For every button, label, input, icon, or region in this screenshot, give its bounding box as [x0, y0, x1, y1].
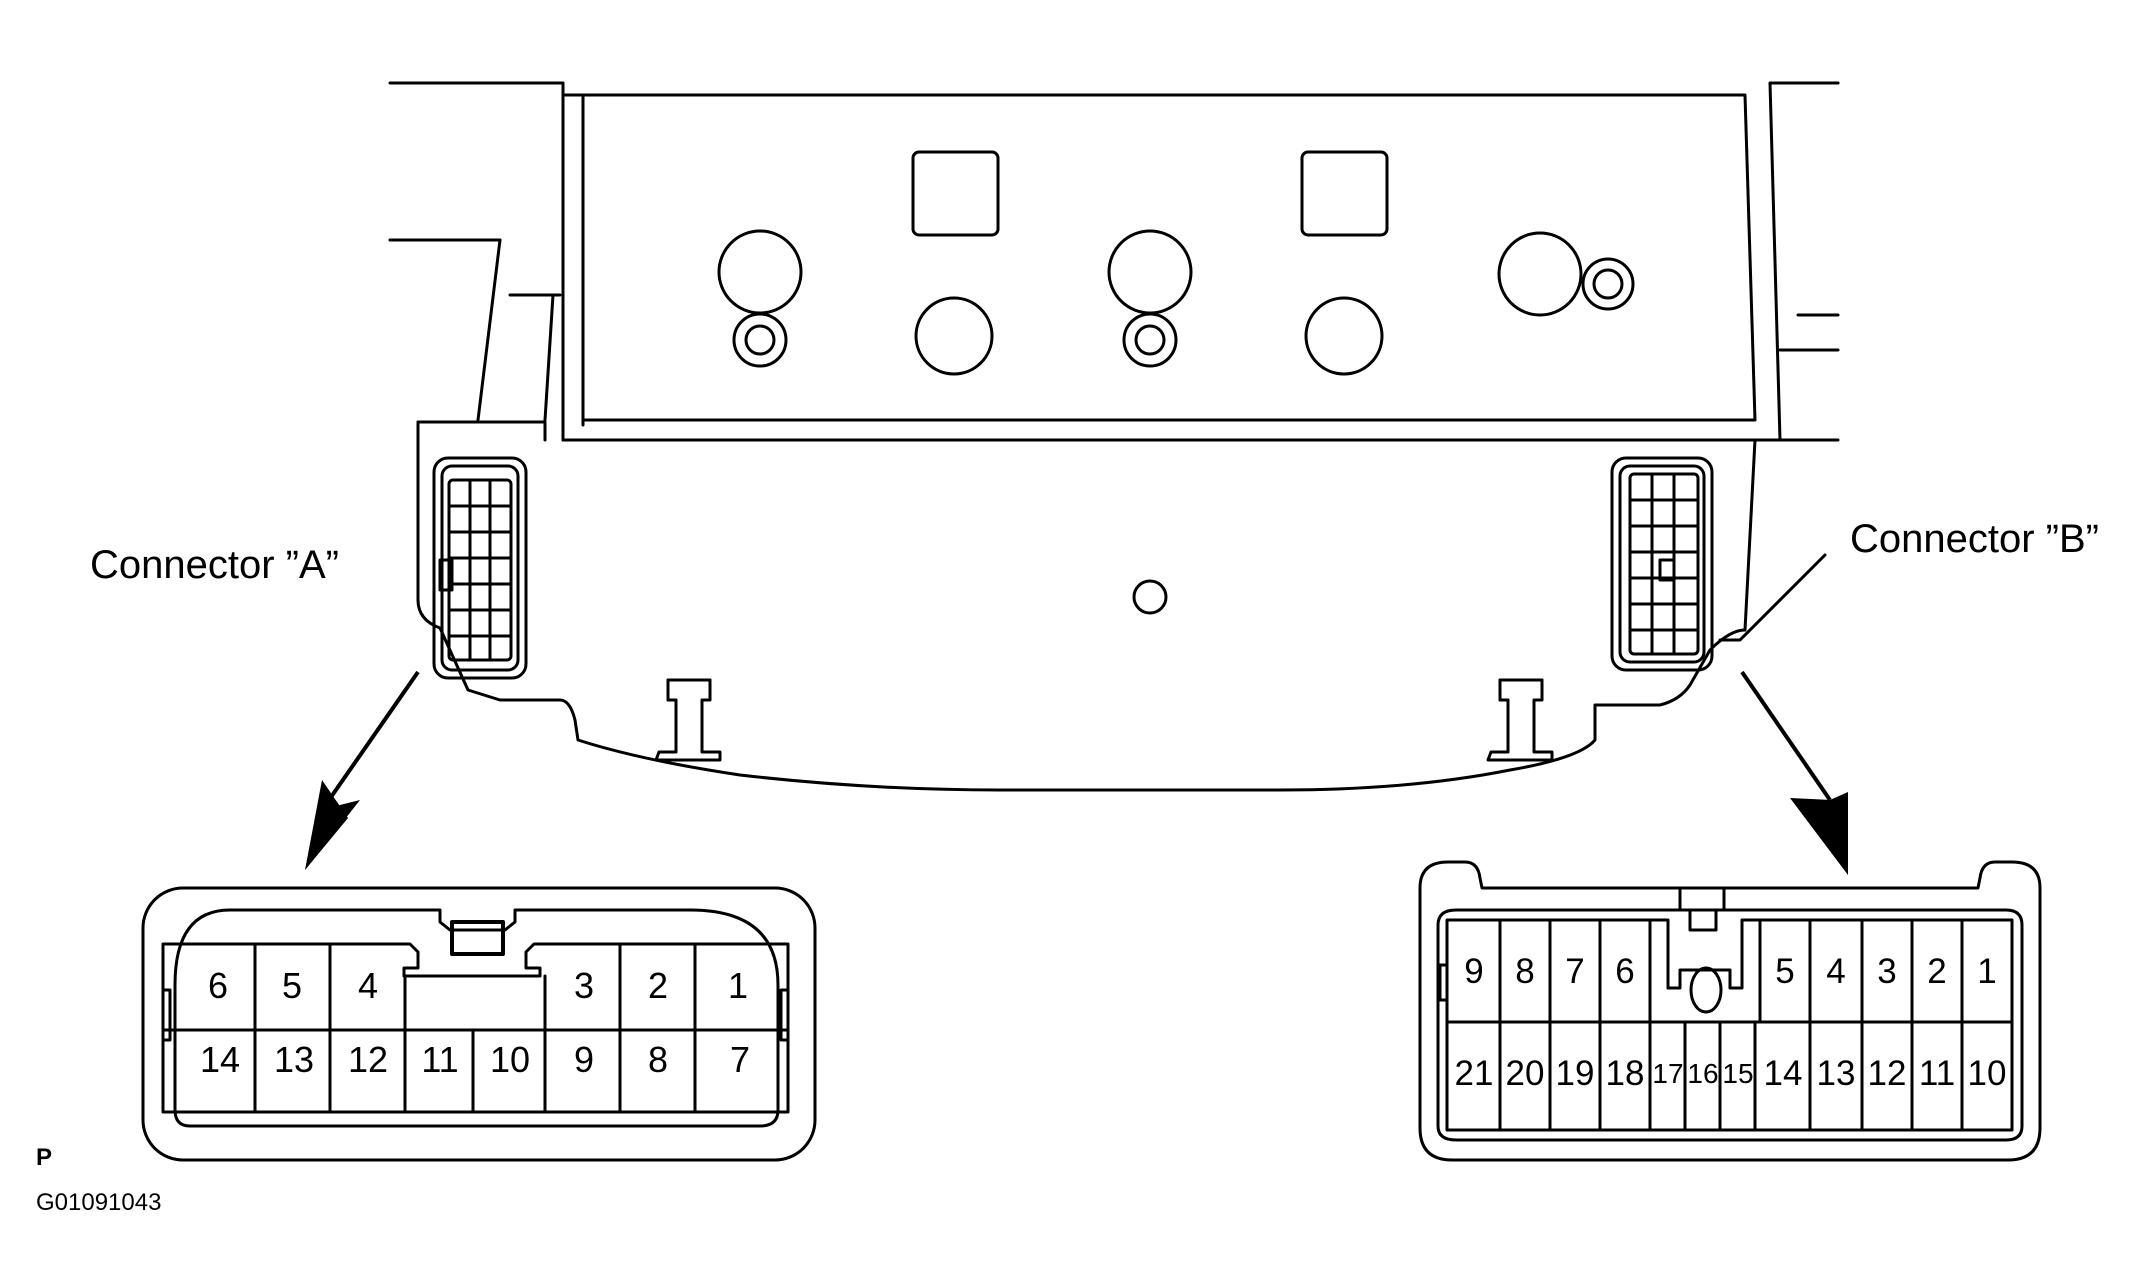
connector-a-housing: [141, 886, 817, 1162]
arrow-down-left-icon: [305, 670, 420, 870]
connector-b-pin: 16: [1687, 1058, 1718, 1089]
connector-a-pin: 12: [348, 1039, 388, 1080]
connector-b-leader-line: [1718, 553, 1827, 642]
connector-a-pin: 8: [648, 1039, 668, 1080]
connector-b-pin: 18: [1606, 1054, 1645, 1093]
connector-b-pin: 10: [1968, 1054, 2007, 1093]
connector-a-pin: 10: [490, 1039, 530, 1080]
connector-a-pin: 1: [728, 965, 748, 1006]
connector-b-pin: 20: [1506, 1054, 1545, 1093]
connector-a-pin: 14: [200, 1039, 240, 1080]
figure-id: G01091043: [36, 1189, 161, 1216]
connector-a-pin: 6: [208, 965, 228, 1006]
connector-b-pin: 5: [1775, 952, 1794, 991]
lower-housing: [416, 420, 1757, 792]
connector-b-pin: 8: [1515, 952, 1534, 991]
connector-b-pin: 9: [1464, 952, 1483, 991]
connector-a-mounted: [432, 456, 528, 680]
connector-a-pin: 9: [574, 1039, 594, 1080]
connector-a-pin: 5: [282, 965, 302, 1006]
connector-b-pin: 1: [1977, 952, 1996, 991]
corner-mark: P: [36, 1144, 52, 1171]
connector-b-pin: 19: [1556, 1054, 1595, 1093]
connector-b-pin: 3: [1877, 952, 1896, 991]
connector-b-pin: 6: [1615, 952, 1634, 991]
connector-b-pin: 2: [1927, 952, 1946, 991]
connector-b-pin: 17: [1652, 1058, 1683, 1089]
connector-a-pin: 4: [358, 965, 378, 1006]
connector-b-label: Connector ”B”: [1850, 517, 2099, 561]
connector-b-mounted: [1610, 456, 1714, 672]
panel-housing: [388, 81, 1840, 442]
connector-b-pin: 15: [1722, 1058, 1753, 1089]
connector-b-pin: 14: [1764, 1054, 1803, 1093]
connector-b-pin: 7: [1565, 952, 1584, 991]
connector-b-pin: 21: [1455, 1054, 1494, 1093]
arrow-down-right-icon: [1740, 670, 1848, 875]
connector-a-pins: 6 5 4 3 2 1 14 13 12 11 10 9 8 7: [200, 965, 750, 1080]
connector-a-pin: 11: [421, 1039, 458, 1080]
connector-b-pins: 9 8 7 6 5 4 3 2 1 21 20 19 18 17 16 15 1…: [1455, 952, 2007, 1093]
connector-a-pin: 13: [274, 1039, 314, 1080]
connector-b-pin: 11: [1919, 1054, 1955, 1093]
panel-holes: [717, 150, 1635, 615]
connector-a-label: Connector ”A”: [90, 543, 339, 587]
connector-b-pin: 12: [1868, 1054, 1907, 1093]
connector-a-pin: 7: [730, 1039, 750, 1080]
connector-a-pin: 3: [574, 965, 594, 1006]
connector-b-housing: [1418, 860, 2042, 1162]
connector-b-pin: 13: [1817, 1054, 1856, 1093]
connector-b-pin: 4: [1826, 952, 1845, 991]
connector-a-pin: 2: [648, 965, 668, 1006]
